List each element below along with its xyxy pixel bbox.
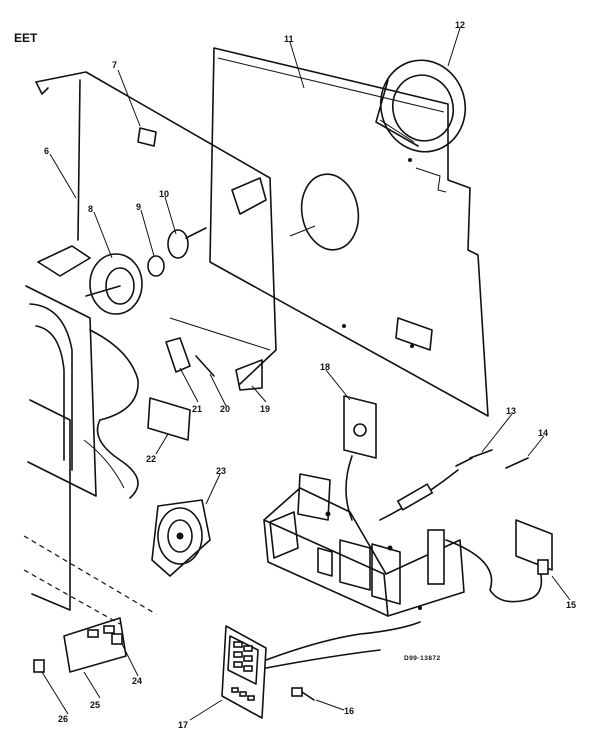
callout-numbers: 11 12 7 6 10 8 9 21 20 19 18 13 14 22 23… (44, 20, 576, 730)
callout-9: 9 (136, 202, 141, 212)
callout-16: 16 (344, 706, 354, 716)
callout-20: 20 (220, 404, 230, 414)
callout-21: 21 (192, 404, 202, 414)
callout-22: 22 (146, 454, 156, 464)
part-16-plug (291, 687, 315, 701)
part-10-magnet (167, 227, 207, 259)
callout-17: 17 (178, 720, 188, 730)
part-25-board (63, 617, 127, 673)
part-20-screw (195, 355, 215, 377)
part-9-ring (147, 255, 165, 277)
callout-12: 12 (455, 20, 465, 30)
callout-7: 7 (112, 60, 117, 70)
part-15-connector (445, 519, 553, 603)
callout-15: 15 (566, 600, 576, 610)
part-14-fuse (505, 457, 529, 469)
callout-14: 14 (538, 428, 548, 438)
callout-11: 11 (284, 34, 294, 44)
part-13-fuse (379, 449, 493, 521)
header-fragment: EET (14, 31, 38, 45)
callout-6: 6 (44, 146, 49, 156)
picture-tube-bezel (23, 285, 157, 625)
part-8-yoke (37, 245, 143, 315)
tube-cables (83, 329, 139, 499)
callout-10: 10 (159, 189, 169, 199)
part-26-knob (33, 659, 45, 673)
part-17-keypad (221, 621, 421, 719)
part-18-board (343, 395, 377, 521)
callout-26: 26 (58, 714, 68, 724)
part-21-bracket (165, 337, 191, 373)
part-23-speaker (151, 499, 211, 577)
part-24-clip (111, 633, 123, 645)
callout-23: 23 (216, 466, 226, 476)
main-chassis (263, 473, 465, 617)
part-19-bracket (235, 359, 263, 391)
part-12-mask-ring (375, 59, 467, 153)
callout-19: 19 (260, 404, 270, 414)
callout-8: 8 (88, 204, 93, 214)
part-22-plate (147, 397, 191, 441)
diagram-code: D99-13872 (404, 655, 441, 662)
part-11-back-panel (209, 47, 489, 417)
callout-24: 24 (132, 676, 142, 686)
callout-18: 18 (320, 362, 330, 372)
part-6-7-tube-frame (35, 71, 277, 385)
leader-lines (41, 27, 571, 721)
callout-25: 25 (90, 700, 100, 710)
callout-13: 13 (506, 406, 516, 416)
